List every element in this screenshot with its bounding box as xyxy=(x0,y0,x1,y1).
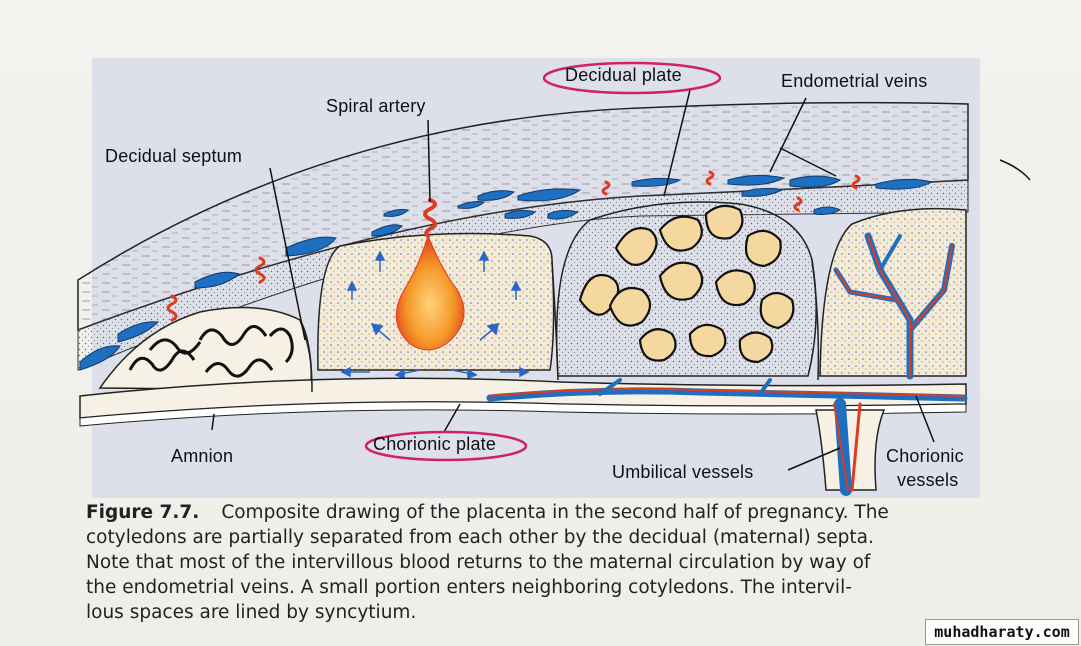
spiral-artery-label: Spiral artery xyxy=(326,96,426,116)
leader-lines xyxy=(211,89,1031,471)
caption-line-5: lous spaces are lined by syncytium. xyxy=(86,602,417,623)
chorionic-plate-label: Chorionic plate xyxy=(373,434,497,454)
right-villi xyxy=(578,204,795,364)
watermark-badge: muhadharaty.com xyxy=(925,619,1079,645)
figure-caption: Figure 7.7. Composite drawing of the plac… xyxy=(86,500,986,625)
spiral-artery-main xyxy=(423,198,437,238)
endometrial-veins-label: Endometrial veins xyxy=(781,71,928,91)
decidual-plate-label: Decidual plate xyxy=(565,65,682,85)
umbilical-vessels-label: Umbilical vessels xyxy=(612,462,754,482)
amnion-layer xyxy=(79,401,967,427)
endometrial-veins xyxy=(79,174,934,371)
amnion-label: Amnion xyxy=(171,446,234,466)
small-spiral-arteries xyxy=(166,170,861,322)
left-villi xyxy=(128,325,294,378)
blood-flow-arrows xyxy=(340,250,530,380)
chorionic-vessels xyxy=(486,378,968,402)
caption-line-4: the endometrial veins. A small portion e… xyxy=(86,577,852,598)
decidual-plate-highlight xyxy=(542,61,722,95)
caption-line-1: Figure 7.7. Composite drawing of the plac… xyxy=(86,500,986,525)
figure-number: Figure 7.7. xyxy=(86,502,200,523)
umbilical-cord xyxy=(815,409,886,491)
caption-line-1-text: Composite drawing of the placenta in the… xyxy=(221,502,889,523)
chorionic-vessels-label-line1: Chorionic xyxy=(886,446,964,466)
decidual-septum-label: Decidual septum xyxy=(105,146,243,166)
chorionic-vessels-label-line2: vessels xyxy=(897,470,959,490)
placenta-diagram xyxy=(77,61,1031,496)
umbilical-vessels-drawing xyxy=(833,398,862,496)
caption-line-2: cotyledons are partially separated from … xyxy=(86,527,874,548)
chorionic-plate-highlight xyxy=(364,430,528,462)
caption-line-3: Note that most of the intervillous blood… xyxy=(86,552,871,573)
villous-vascular-tree xyxy=(833,232,955,380)
maternal-blood-jet xyxy=(395,234,465,351)
